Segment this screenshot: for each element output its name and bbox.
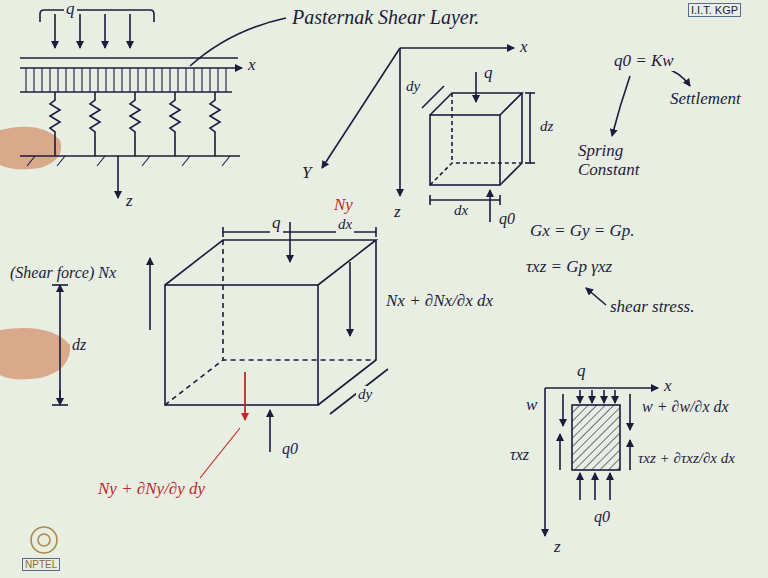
force-label: Nx + ∂Nx/∂x dx xyxy=(384,292,495,311)
load-label: q0 xyxy=(497,210,517,228)
dimension-label: dy xyxy=(404,78,422,95)
watermark: I.I.T. KGP xyxy=(688,3,741,17)
equation: Gx = Gy = Gp. xyxy=(528,222,637,241)
stress-label: τxz xyxy=(508,446,531,464)
force-label: Ny + ∂Ny/∂y dy xyxy=(96,480,207,499)
stress-label: τxz + ∂τxz/∂x dx xyxy=(636,450,737,467)
axis-label: x xyxy=(662,377,674,396)
layer-title: Pasternak Shear Layer. xyxy=(290,6,481,28)
dimension-label: dy xyxy=(356,386,374,403)
note: shear stress. xyxy=(608,298,696,317)
axis-label: Y xyxy=(300,164,313,183)
deflection-label: w xyxy=(524,396,539,415)
load-label: q xyxy=(64,0,77,19)
axis-label: x xyxy=(246,56,258,75)
axis-label: z xyxy=(552,538,563,557)
force-label: Ny xyxy=(332,196,355,215)
axis-label: x xyxy=(518,38,530,57)
dimension-label: dx xyxy=(336,216,354,233)
note: Spring Constant xyxy=(576,142,660,179)
dimension-label: dz xyxy=(70,336,88,354)
note: Settlement xyxy=(668,90,743,109)
deflection-label: w + ∂w/∂x dx xyxy=(640,398,731,416)
dimension-label: dx xyxy=(452,202,470,219)
axis-label: z xyxy=(392,203,403,222)
equation: q0 = Kw xyxy=(612,52,676,71)
force-label: (Shear force) Nx xyxy=(8,264,118,282)
axis-label: z xyxy=(124,192,135,211)
load-label: q xyxy=(482,64,495,83)
logo-text: NPTEL xyxy=(22,558,60,571)
load-label: q xyxy=(270,214,283,233)
load-label: q xyxy=(575,362,588,381)
load-label: q0 xyxy=(280,440,300,458)
dimension-label: dz xyxy=(538,118,555,135)
equation: τxz = Gp γxz xyxy=(524,258,614,277)
load-label: q0 xyxy=(592,508,612,526)
